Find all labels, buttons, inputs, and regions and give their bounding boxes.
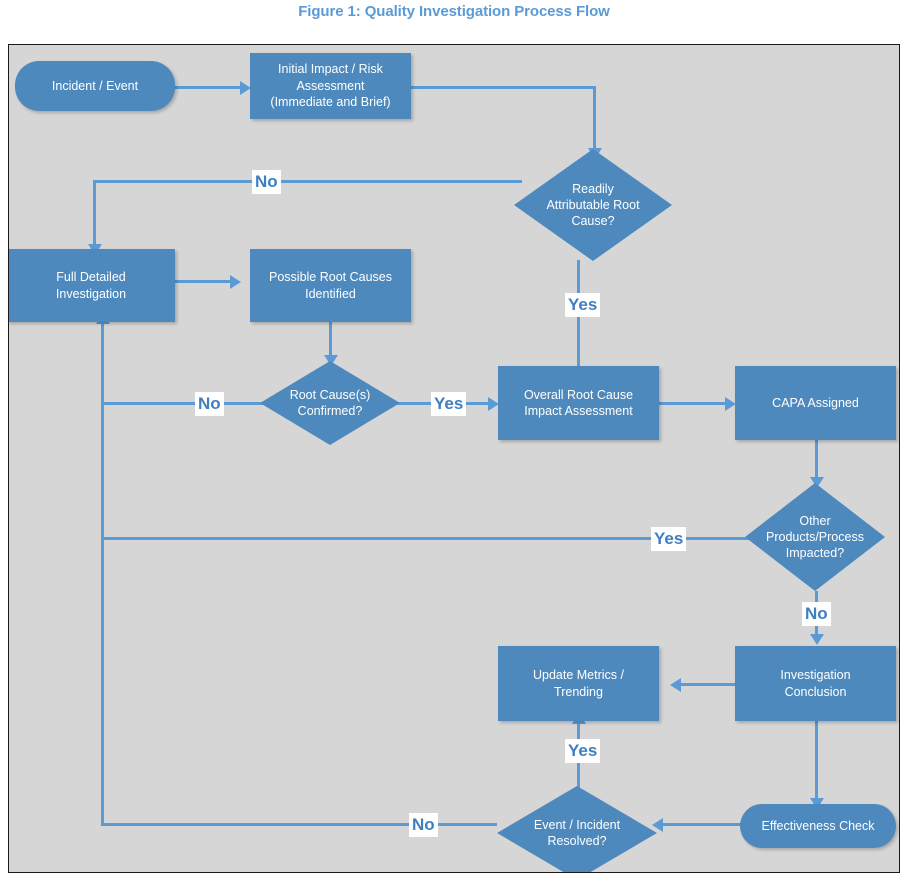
arrowhead-impact-to-capa bbox=[725, 396, 736, 411]
edge-label-no-other-products: No bbox=[802, 602, 831, 626]
flowchart-canvas: Incident / Event Initial Impact / Risk A… bbox=[8, 44, 900, 873]
node-label: CAPA Assigned bbox=[772, 395, 859, 410]
node-full-detailed-investigation[interactable]: Full Detailed Investigation bbox=[9, 249, 175, 322]
arrowhead-causes-to-confirmed bbox=[323, 355, 338, 366]
connector-no-resolved-v bbox=[101, 402, 104, 826]
arrowhead-conclusion-to-metrics bbox=[670, 677, 681, 692]
node-overall-root-cause-impact-assessment[interactable]: Overall Root Cause Impact Assessment bbox=[498, 366, 659, 440]
connector-effectiveness-to-resolved bbox=[663, 823, 745, 826]
connector-investigation-to-causes bbox=[174, 280, 236, 283]
connector-no-resolved-h bbox=[101, 823, 497, 826]
connector-conclusion-to-effectiveness bbox=[815, 721, 818, 805]
node-root-causes-confirmed[interactable]: Root Cause(s) Confirmed? bbox=[260, 361, 400, 445]
arrowhead-effectiveness-to-resolved bbox=[652, 817, 663, 832]
edge-label-yes-other-products: Yes bbox=[651, 527, 687, 551]
connector-causes-to-confirmed bbox=[329, 322, 332, 362]
edge-label-yes-root-causes-confirmed: Yes bbox=[431, 392, 467, 416]
edge-label-no-readily-attributable: No bbox=[252, 170, 281, 194]
arrowhead-capa-to-decision bbox=[809, 477, 824, 488]
connector-yes-readily-v bbox=[577, 260, 580, 397]
node-label: Root Cause(s) Confirmed? bbox=[289, 387, 371, 418]
connector-no-confirmed-h bbox=[101, 402, 269, 405]
node-possible-root-causes-identified[interactable]: Possible Root Causes Identified bbox=[250, 249, 411, 322]
node-update-metrics-trending[interactable]: Update Metrics / Trending bbox=[498, 646, 659, 721]
arrowhead-yes-confirmed bbox=[488, 396, 499, 411]
connector-impact-to-capa bbox=[659, 402, 731, 405]
node-label: Incident / Event bbox=[51, 78, 139, 93]
node-label: Initial Impact / Risk Assessment (Immedi… bbox=[270, 62, 391, 110]
connector-incident-to-initial bbox=[174, 86, 246, 89]
page-title: Figure 1: Quality Investigation Process … bbox=[298, 3, 610, 20]
connector-no-confirmed-v bbox=[101, 322, 104, 405]
arrowhead-incident-to-initial bbox=[240, 80, 251, 95]
node-capa-assigned[interactable]: CAPA Assigned bbox=[735, 366, 896, 440]
connector-yes-other-products-h bbox=[101, 537, 752, 540]
edge-label-no-event-resolved: No bbox=[409, 813, 438, 837]
node-label: Event / Incident Resolved? bbox=[533, 817, 621, 848]
edge-label-no-root-causes-confirmed: No bbox=[195, 392, 224, 416]
node-initial-impact-risk-assessment[interactable]: Initial Impact / Risk Assessment (Immedi… bbox=[250, 53, 411, 119]
connector-initial-to-decision-h bbox=[411, 86, 596, 89]
edge-label-yes-event-resolved: Yes bbox=[565, 739, 601, 763]
node-event-incident-resolved[interactable]: Event / Incident Resolved? bbox=[497, 786, 657, 872]
arrowhead-no-other-products bbox=[809, 634, 824, 645]
edge-label-yes-readily-attributable: Yes bbox=[565, 293, 601, 317]
connector-capa-to-decision bbox=[815, 440, 818, 484]
node-label: Overall Root Cause Impact Assessment bbox=[523, 387, 634, 419]
arrowhead-conclusion-to-effectiveness bbox=[809, 798, 824, 809]
node-label: Other Products/Process Impacted? bbox=[766, 513, 864, 561]
node-label: Effectiveness Check bbox=[761, 818, 875, 833]
connector-no-readily-v bbox=[93, 180, 96, 254]
connector-initial-to-decision-v bbox=[593, 86, 596, 153]
connector-conclusion-to-metrics bbox=[681, 683, 745, 686]
node-other-products-process-impacted[interactable]: Other Products/Process Impacted? bbox=[745, 483, 885, 591]
node-readily-attributable-root-cause[interactable]: Readily Attributable Root Cause? bbox=[514, 149, 672, 261]
node-label: Update Metrics / Trending bbox=[532, 668, 624, 699]
node-investigation-conclusion[interactable]: Investigation Conclusion bbox=[735, 646, 896, 721]
node-effectiveness-check[interactable]: Effectiveness Check bbox=[740, 804, 896, 848]
node-label: Possible Root Causes Identified bbox=[269, 270, 392, 301]
connector-no-readily-h bbox=[93, 180, 522, 183]
node-label: Readily Attributable Root Cause? bbox=[546, 181, 640, 229]
node-label: Investigation Conclusion bbox=[780, 668, 851, 699]
arrowhead-investigation-to-causes bbox=[230, 274, 241, 289]
node-incident-event[interactable]: Incident / Event bbox=[15, 61, 175, 111]
node-label: Full Detailed Investigation bbox=[55, 270, 127, 301]
